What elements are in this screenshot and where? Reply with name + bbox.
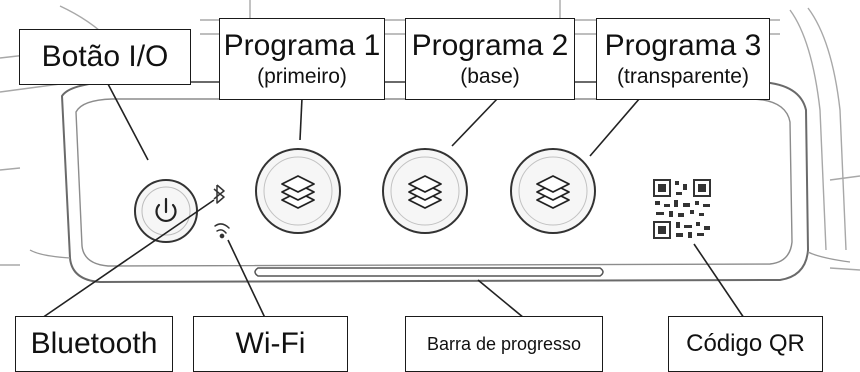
wifi-icon: [214, 223, 230, 239]
label-power-button: Botão I/O: [19, 29, 191, 85]
label-text: Wi-Fi: [235, 327, 306, 361]
callout-lines: [41, 83, 745, 321]
layers-icon: [536, 175, 570, 209]
progress-bar: [254, 267, 604, 277]
label-program-3: Programa 3 (transparente): [596, 18, 770, 100]
label-title: Programa 1: [223, 29, 381, 63]
label-text: Bluetooth: [30, 327, 158, 361]
label-program-2: Programa 2 (base): [405, 18, 575, 100]
label-title: Programa 3: [604, 29, 762, 63]
label-subtitle: (transparente): [617, 64, 749, 88]
label-wifi: Wi-Fi: [193, 316, 348, 372]
program-2-button[interactable]: [382, 148, 468, 234]
leader-qr: [693, 243, 745, 319]
program-1-button[interactable]: [255, 148, 341, 234]
label-text: Código QR: [686, 330, 805, 358]
leader-progress: [477, 279, 525, 319]
leader-program2: [451, 97, 499, 147]
leader-program3: [589, 97, 641, 157]
leader-wifi: [227, 239, 267, 321]
bluetooth-icon: [213, 184, 225, 204]
layers-icon: [281, 175, 315, 209]
label-text: Barra de progresso: [426, 333, 582, 354]
label-program-1: Programa 1 (primeiro): [219, 18, 385, 100]
qr-code-icon: [653, 179, 711, 239]
leader-program1: [299, 97, 303, 141]
label-subtitle: (primeiro): [257, 64, 347, 88]
program-3-button[interactable]: [510, 148, 596, 234]
label-text: Botão I/O: [41, 40, 169, 74]
label-qr-code: Código QR: [668, 316, 823, 372]
layers-icon: [408, 175, 442, 209]
power-icon: [155, 197, 177, 223]
label-bluetooth: Bluetooth: [15, 316, 173, 372]
label-subtitle: (base): [460, 64, 520, 88]
label-title: Programa 2: [411, 29, 569, 63]
leader-bluetooth: [41, 199, 215, 319]
leader-power: [107, 83, 149, 161]
label-progress-bar: Barra de progresso: [405, 316, 603, 372]
